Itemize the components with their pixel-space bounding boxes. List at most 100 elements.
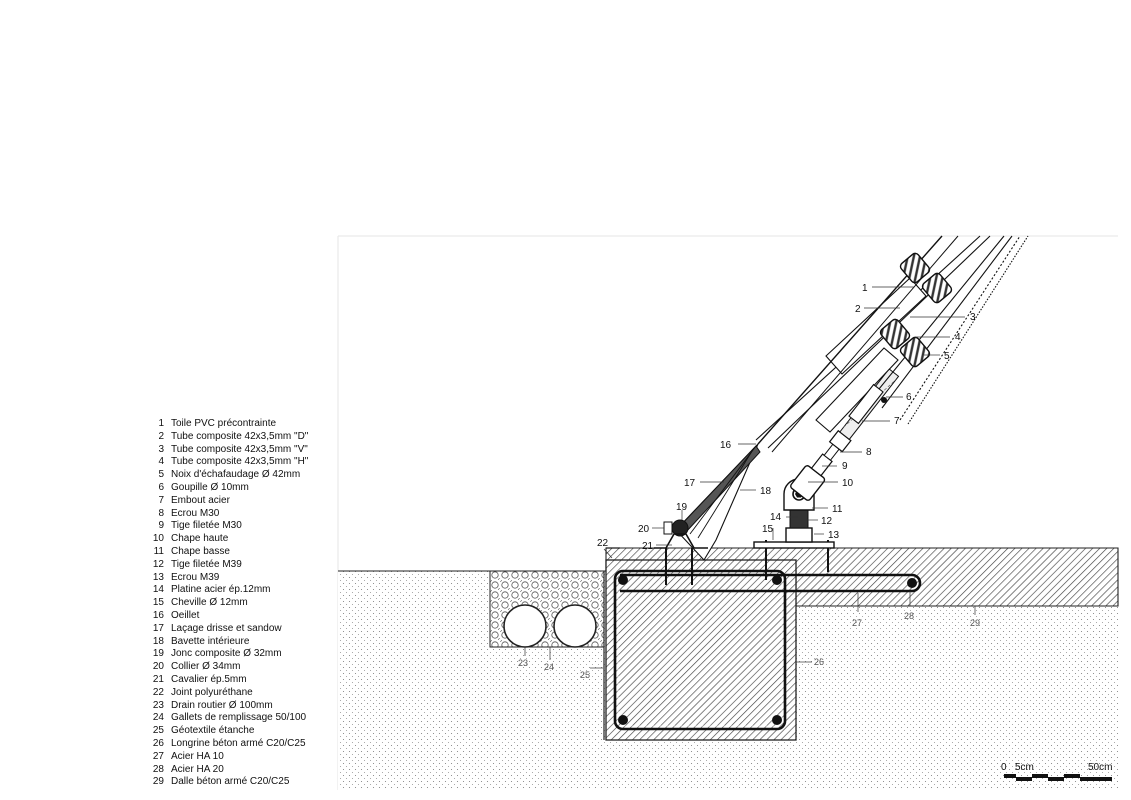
- legend-item-text: Ecrou M39: [171, 571, 220, 583]
- legend-item-text: Bavette intérieure: [171, 635, 250, 647]
- legend-item-text: Tige filetée M30: [171, 520, 242, 532]
- legend-item-number: 29: [152, 776, 164, 788]
- callout-15: 15: [762, 524, 774, 535]
- legend-item: 26 Longrine béton armé C20/C25: [146, 738, 346, 751]
- legend-item-text: Dalle béton armé C20/C25: [171, 776, 290, 788]
- legend-item-number: 27: [152, 750, 164, 762]
- legend-item-number: 26: [152, 737, 164, 749]
- callout-2: 2: [855, 304, 861, 315]
- callout-10: 10: [842, 478, 854, 489]
- horizontal-tube-box: [815, 347, 899, 433]
- legend-item-text: Joint polyuréthane: [171, 686, 253, 698]
- pin-6: [881, 397, 887, 403]
- rebar-corner-3: [618, 715, 628, 725]
- legend-item: 19 Jonc composite Ø 32mm: [146, 648, 346, 661]
- legend-item: 11 Chape basse: [146, 546, 346, 559]
- callout-5: 5: [944, 351, 950, 362]
- legend-item-number: 1: [158, 418, 164, 429]
- legend-item-number: 7: [158, 494, 164, 506]
- legend-item-number: 8: [158, 507, 164, 519]
- legend-item: 18 Bavette intérieure: [146, 636, 346, 649]
- legend-item-number: 10: [152, 533, 164, 545]
- legend-item: 29 Dalle béton armé C20/C25: [146, 776, 346, 789]
- callout-18: 18: [760, 486, 772, 497]
- legend-item-text: Tube composite 42x3,5mm "V": [171, 443, 308, 455]
- legend-item: 6 Goupille Ø 10mm: [146, 482, 346, 495]
- legend-item-number: 3: [158, 443, 164, 455]
- legend-item-number: 21: [152, 673, 164, 685]
- threaded-rod-m39: [789, 509, 809, 529]
- scale-label-end: 50cm: [1088, 762, 1112, 773]
- callout-22: 22: [597, 538, 609, 549]
- legend-item-text: Goupille Ø 10mm: [171, 481, 249, 493]
- legend-item-number: 19: [152, 648, 164, 660]
- rebar-corner-1: [618, 575, 628, 585]
- legend-item-number: 11: [153, 545, 164, 557]
- legend-item: 1 Toile PVC précontrainte: [146, 418, 346, 431]
- legend-item-text: Collier Ø 34mm: [171, 661, 241, 673]
- legend-item-number: 15: [152, 597, 164, 609]
- callout-13: 13: [828, 530, 840, 541]
- legend-item-text: Chape haute: [171, 533, 229, 545]
- rebar-slab-end: [907, 578, 917, 588]
- legend-item-number: 4: [158, 456, 164, 468]
- callout-29: 29: [970, 618, 980, 628]
- callout-16: 16: [720, 440, 732, 451]
- legend-item-text: Ecrou M30: [171, 507, 220, 519]
- legend-item-text: Oeillet: [171, 609, 200, 621]
- callout-9: 9: [842, 461, 848, 472]
- legend-item-text: Noix d'échafaudage Ø 42mm: [171, 469, 301, 481]
- scaffold-clamps: [879, 252, 953, 368]
- drain-pipe-right: [553, 604, 597, 648]
- saddle-plate: [654, 533, 708, 549]
- callout-3: 3: [970, 312, 976, 323]
- legend-item-text: Gallets de remplissage 50/100: [171, 712, 307, 724]
- callout-23: 23: [518, 658, 528, 668]
- callout-24: 24: [544, 662, 554, 672]
- legend-item: 8 Ecrou M30: [146, 508, 346, 521]
- legend-item-number: 18: [152, 635, 164, 647]
- legend-item-number: 13: [152, 571, 164, 583]
- legend-item: 13 Ecrou M39: [146, 572, 346, 585]
- callout-6: 6: [906, 392, 912, 403]
- steel-endpiece: [848, 383, 884, 425]
- legend-item-number: 24: [152, 712, 164, 724]
- legend-item-text: Toile PVC précontrainte: [171, 418, 277, 429]
- legend-item-number: 12: [152, 558, 164, 570]
- legend-item-number: 2: [158, 430, 164, 442]
- callout-21: 21: [642, 541, 654, 552]
- rebar-cage: [613, 569, 787, 731]
- legend-item-number: 14: [152, 584, 164, 596]
- scale-bar: 0 5cm 50cm: [1001, 762, 1112, 781]
- legend-item-number: 28: [152, 763, 164, 775]
- legend-item-text: Chape basse: [171, 545, 230, 557]
- legend-item: 3 Tube composite 42x3,5mm "V": [146, 444, 346, 457]
- legend-item-number: 6: [158, 481, 164, 493]
- legend-item-text: Longrine béton armé C20/C25: [171, 737, 306, 749]
- scale-label-zero: 0: [1001, 762, 1007, 773]
- callout-20: 20: [638, 524, 650, 535]
- legend-item: 24 Gallets de remplissage 50/100: [146, 712, 346, 725]
- legend-item-text: Tube composite 42x3,5mm "H": [171, 456, 309, 468]
- ground-beam: [605, 559, 797, 741]
- callout-11: 11: [832, 504, 843, 515]
- callout-7: 7: [894, 416, 900, 427]
- callout-1: 1: [862, 283, 868, 294]
- callout-14: 14: [770, 512, 782, 523]
- legend-item-text: Jonc composite Ø 32mm: [171, 648, 282, 660]
- legend-item-number: 23: [152, 699, 164, 711]
